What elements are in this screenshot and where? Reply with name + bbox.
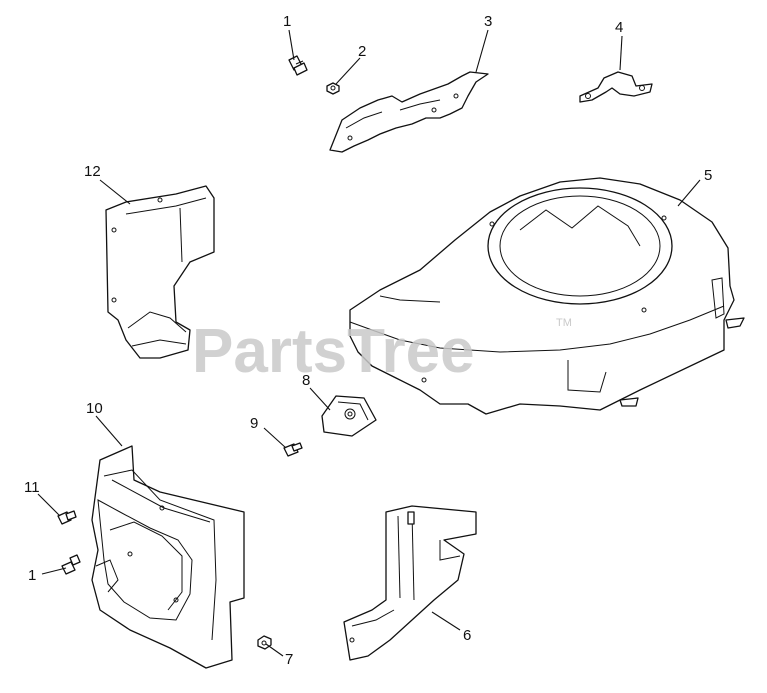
- part-10-cylinder-shroud[interactable]: [91, 445, 245, 669]
- part-9-screw[interactable]: [283, 442, 303, 457]
- callout-7: 7: [285, 651, 293, 668]
- callout-labels: 1 2 3 4 5 6 7 8 9 10 11 12 1: [24, 13, 712, 668]
- callout-11: 11: [24, 479, 40, 496]
- callout-10: 10: [86, 400, 103, 417]
- callout-4: 4: [615, 19, 623, 36]
- leader-lines: [37, 29, 701, 657]
- part-4-clamp[interactable]: [579, 71, 653, 103]
- part-8-clip[interactable]: [321, 395, 377, 437]
- part-7-nut[interactable]: [257, 635, 272, 650]
- callout-6: 6: [463, 627, 471, 644]
- watermark-trademark: TM: [556, 317, 572, 329]
- part-1-screw-top[interactable]: [288, 55, 308, 76]
- part-3-bracket[interactable]: [329, 71, 489, 153]
- callout-3: 3: [484, 13, 492, 30]
- callout-1-bottom: 1: [28, 567, 36, 584]
- part-2-nut[interactable]: [326, 82, 340, 95]
- callout-2: 2: [358, 43, 366, 60]
- callout-8: 8: [302, 372, 310, 389]
- part-1-screw-bottom[interactable]: [61, 554, 81, 575]
- part-6-baffle[interactable]: [343, 505, 477, 661]
- callout-12: 12: [84, 163, 101, 180]
- watermark-text: PartsTree: [192, 317, 475, 386]
- part-11-screw[interactable]: [57, 510, 77, 525]
- part-5-blower-housing[interactable]: [349, 177, 745, 415]
- callout-1-top: 1: [283, 13, 291, 30]
- callout-9: 9: [250, 415, 258, 432]
- callout-5: 5: [704, 167, 712, 184]
- part-12-shroud-plate[interactable]: [105, 185, 215, 359]
